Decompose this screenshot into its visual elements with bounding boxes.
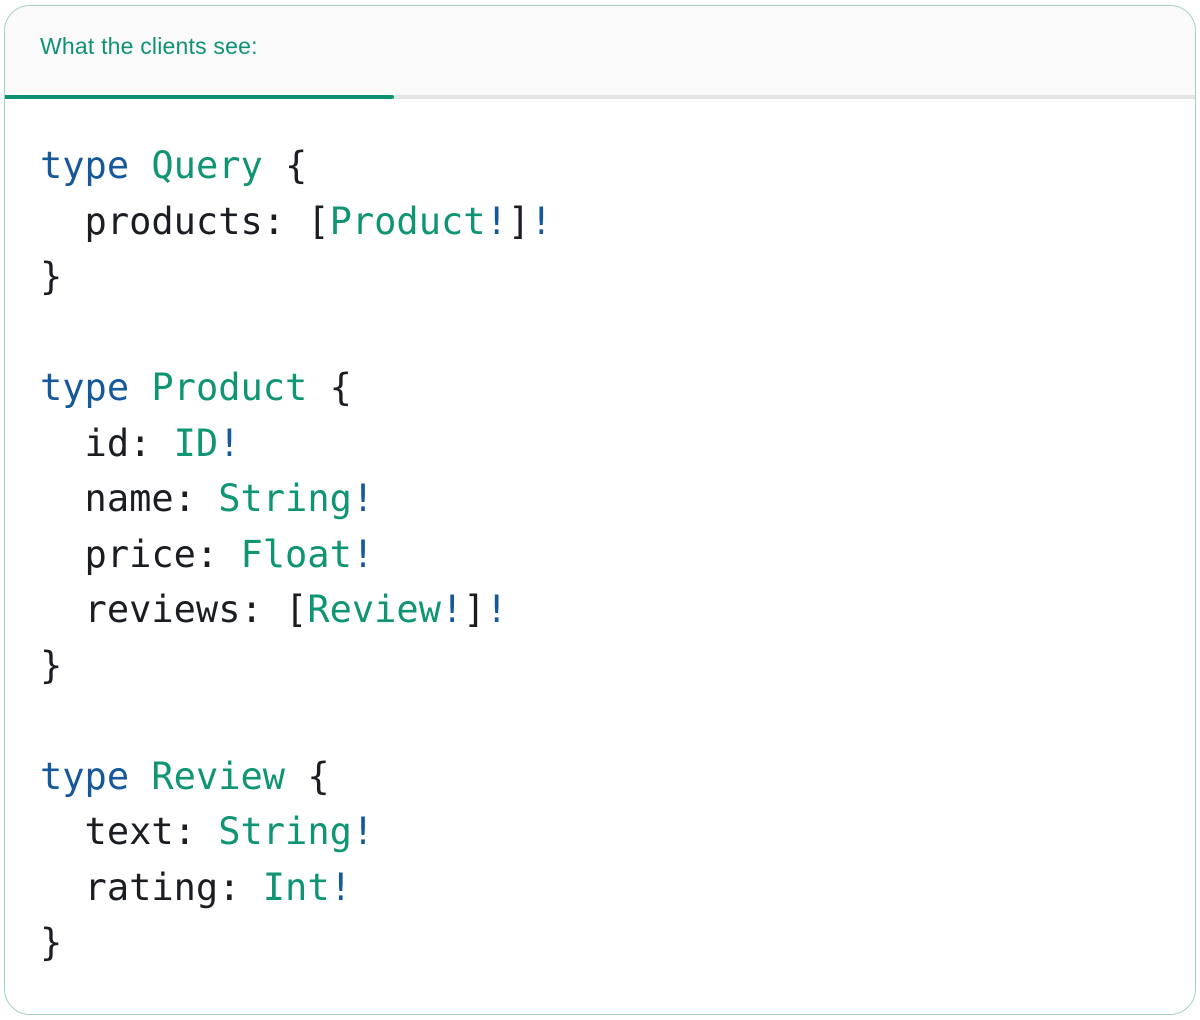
code-line: name: String! (40, 471, 1165, 527)
code-line: type Review { (40, 749, 1165, 805)
code-token: ! (485, 588, 508, 631)
code-token: { (307, 366, 352, 409)
code-token: rating: (40, 865, 263, 909)
code-token: type (40, 754, 130, 798)
code-token: Float (240, 532, 352, 576)
code-line: price: Float! (40, 527, 1165, 583)
code-token: } (40, 255, 63, 298)
active-tab-underline (5, 95, 394, 99)
code-line (40, 693, 1165, 749)
code-token: Product (329, 199, 486, 243)
code-token: String (218, 477, 352, 520)
code-line: reviews: [Review!]! (40, 582, 1165, 638)
code-panel: What the clients see: type Query { produ… (4, 5, 1196, 1015)
code-token: ! (351, 532, 375, 576)
code-token (129, 366, 151, 409)
code-line: } (40, 638, 1165, 694)
code-token: { (262, 144, 308, 187)
code-token: ] (463, 588, 486, 631)
code-line: text: String! (40, 804, 1165, 860)
code-token: Query (151, 144, 263, 187)
code-token: Review (307, 588, 441, 631)
code-token: String (218, 810, 352, 853)
code-token: products: [ (40, 199, 330, 243)
code-token: { (285, 754, 330, 798)
code-block: type Query { products: [Product!]!}type … (5, 99, 1195, 971)
code-token: reviews: [ (40, 588, 308, 631)
code-line: type Product { (40, 360, 1165, 416)
code-token: name: (40, 477, 219, 520)
code-line: products: [Product!]! (40, 194, 1165, 250)
code-line: } (40, 249, 1165, 305)
code-token: ] (507, 199, 531, 243)
code-token (129, 144, 151, 187)
code-token: ! (530, 199, 553, 243)
code-token: } (40, 921, 63, 964)
code-line: id: ID! (40, 416, 1165, 472)
code-token: ! (351, 477, 375, 520)
code-token: id: (40, 421, 174, 465)
code-line (40, 305, 1165, 361)
code-token: ! (329, 865, 352, 909)
code-token: ! (440, 588, 464, 631)
code-token: Int (262, 865, 330, 909)
tab-what-clients-see[interactable]: What the clients see: (40, 33, 258, 59)
code-token: } (40, 643, 63, 687)
code-token: ! (485, 199, 508, 243)
code-token: type (40, 366, 130, 409)
code-token: price: (40, 532, 241, 576)
code-line: } (40, 915, 1165, 971)
code-token: ID (173, 421, 219, 465)
tab-bar: What the clients see: (5, 6, 1195, 95)
tab-divider (5, 95, 1195, 99)
code-line: type Query { (40, 138, 1165, 194)
code-token: ! (218, 421, 241, 465)
code-token: ! (351, 810, 375, 853)
code-token (129, 755, 151, 798)
code-token: type (40, 144, 130, 187)
code-token: text: (40, 810, 219, 853)
code-line: rating: Int! (40, 860, 1165, 916)
code-token: Review (151, 754, 286, 798)
code-token: Product (151, 366, 308, 409)
